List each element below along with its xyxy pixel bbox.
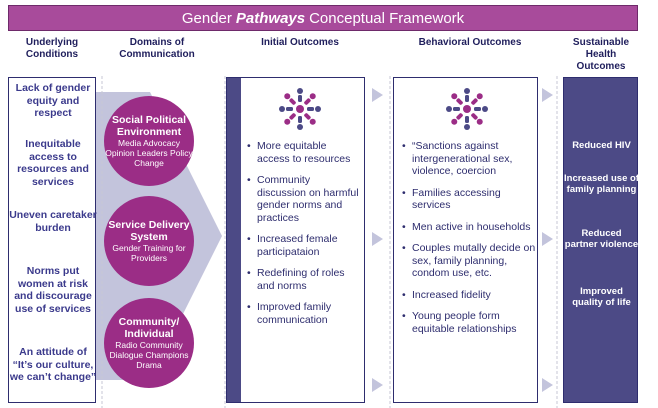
chevron-right-icon [542, 378, 553, 392]
chevron-right-icon [372, 88, 383, 102]
condition-item: An attitude of “It’s our culture, we can… [9, 346, 97, 383]
framework-title: Gender Pathways Conceptual Framework [8, 5, 638, 31]
list-item: Improved family communication [247, 301, 361, 326]
list-item: Couples mutally decide on sex, family pl… [402, 242, 536, 280]
initial-outcomes-list: More equitable access to resources Commu… [247, 140, 361, 335]
header-domains: Domains of Communication [119, 37, 195, 60]
condition-item: Lack of gender equity and respect [15, 82, 91, 119]
health-outcome: Increased use of family planning [564, 173, 639, 195]
list-item: More equitable access to resources [247, 140, 361, 165]
condition-item: Uneven caretaker burden [9, 209, 97, 234]
behavioral-outcomes-list: “Sanctions against intergenerational sex… [402, 140, 536, 344]
title-suffix: Conceptual Framework [309, 9, 465, 27]
list-item: Redefining of roles and norms [247, 267, 361, 292]
domain-subtitle: Radio Community Dialogue Champions Drama [109, 340, 189, 370]
health-outcome: Reduced HIV [572, 140, 631, 151]
chevron-right-icon [542, 88, 553, 102]
domain-subtitle: Media Advocacy Opinion Leaders Policy Ch… [105, 138, 193, 168]
domain-title: Social Political Environment [111, 114, 187, 138]
header-health: Sustainable Health Outcomes [572, 37, 630, 72]
behavioral-outcomes-panel: “Sanctions against intergenerational sex… [393, 77, 538, 403]
list-item: Young people form equitable relationship… [402, 310, 536, 335]
initial-outcomes-panel: More equitable access to resources Commu… [226, 77, 365, 403]
title-prefix: Gender [181, 9, 232, 27]
condition-item: Norms put women at risk and discourage u… [14, 265, 92, 315]
health-outcome: Improved quality of life [572, 286, 631, 308]
domain-circle: Service Delivery System Gender Training … [104, 196, 194, 286]
chevron-right-icon [542, 232, 553, 246]
people-circle-icon [279, 88, 321, 130]
domain-title: Service Delivery System [108, 219, 190, 243]
chevron-right-icon [372, 378, 383, 392]
list-item: Men active in households [402, 221, 536, 234]
chevron-right-icon [372, 232, 383, 246]
condition-item: Inequitable access to resources and serv… [17, 138, 89, 188]
health-outcomes-box: Reduced HIV Increased use of family plan… [563, 77, 639, 403]
list-item: Families accessing services [402, 187, 536, 212]
list-item: Increased fidelity [402, 289, 536, 302]
underlying-conditions-box: Lack of gender equity and respect Inequi… [8, 77, 97, 403]
list-item: Increased female participataion [247, 233, 361, 258]
header-initial: Initial Outcomes [261, 37, 339, 48]
domain-subtitle: Gender Training for Providers [112, 243, 186, 263]
domain-title: Community/ Individual [118, 316, 180, 340]
health-outcome: Reduced partner violence [564, 228, 639, 250]
panel-accent-bar [227, 78, 241, 402]
title-emphasis: Pathways [235, 9, 306, 27]
list-item: “Sanctions against intergenerational sex… [402, 140, 536, 178]
domain-circle: Community/ Individual Radio Community Di… [104, 298, 194, 388]
domain-circle: Social Political Environment Media Advoc… [104, 96, 194, 186]
header-behavioral: Behavioral Outcomes [418, 37, 522, 48]
header-underlying: Underlying Conditions [25, 37, 79, 60]
list-item: Community discussion on harmful gender n… [247, 174, 361, 224]
people-circle-icon [446, 88, 488, 130]
